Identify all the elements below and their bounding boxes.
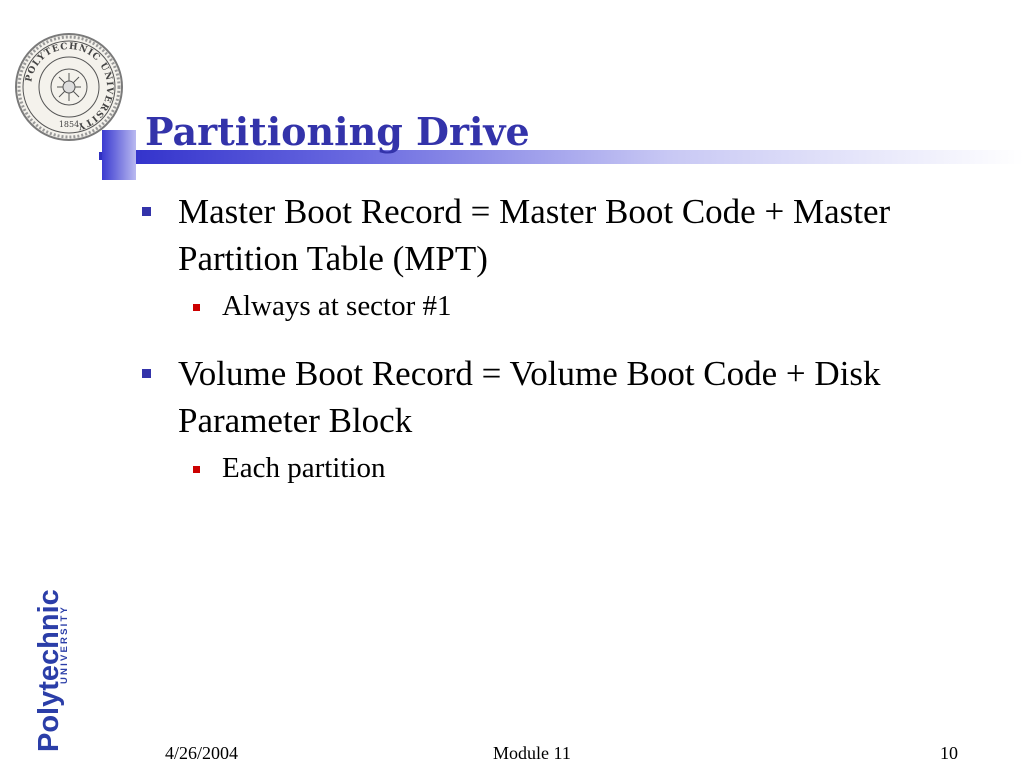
seal-emblem-icon bbox=[50, 68, 88, 106]
bullet-square-icon bbox=[142, 369, 151, 378]
bullet-text: Always at sector #1 bbox=[222, 290, 452, 322]
bullet-text: Volume Boot Record = Volume Boot Code + … bbox=[178, 354, 881, 440]
bullet-level1: Master Boot Record = Master Boot Code + … bbox=[140, 188, 990, 282]
polytechnic-university-logo: Polytechnic UNIVERSITY bbox=[33, 589, 70, 752]
university-seal-logo: POLYTECHNIC UNIVERSITY 1854 bbox=[15, 33, 123, 141]
slide-title: Partitioning Drive bbox=[145, 109, 530, 154]
footer-module: Module 11 bbox=[493, 743, 571, 763]
logo-name: Polytechnic bbox=[33, 589, 65, 752]
footer-date: 4/26/2004 bbox=[165, 743, 239, 763]
bullet-square-icon bbox=[193, 466, 200, 473]
logo-sub: UNIVERSITY bbox=[59, 605, 70, 684]
bullet-square-icon bbox=[142, 207, 151, 216]
bullet-level2: Always at sector #1 bbox=[140, 288, 990, 324]
title-accent-block bbox=[102, 130, 136, 180]
bullet-level2: Each partition bbox=[140, 450, 990, 486]
bullet-square-icon bbox=[193, 304, 200, 311]
bullet-text: Master Boot Record = Master Boot Code + … bbox=[178, 192, 891, 278]
bullet-text: Each partition bbox=[222, 452, 386, 484]
bullet-level1: Volume Boot Record = Volume Boot Code + … bbox=[140, 350, 990, 444]
footer-page-number: 10 bbox=[940, 743, 958, 763]
title-gradient-line bbox=[136, 150, 1024, 164]
seal-year: 1854 bbox=[59, 120, 79, 129]
slide-content: Master Boot Record = Master Boot Code + … bbox=[140, 188, 990, 512]
